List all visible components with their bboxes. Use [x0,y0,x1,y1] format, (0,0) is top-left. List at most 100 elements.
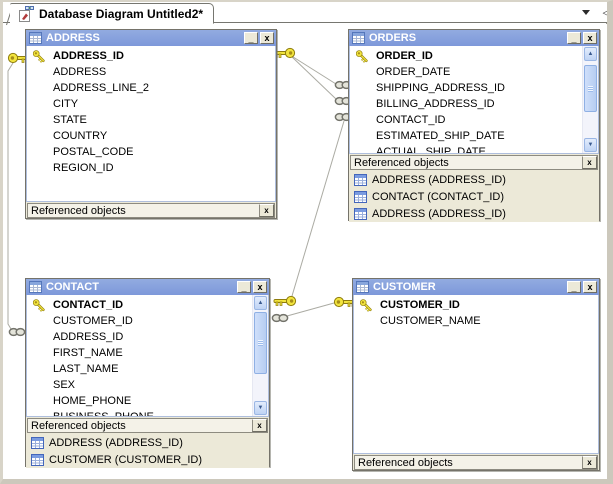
column-row[interactable]: SHIPPING_ADDRESS_ID [376,82,505,94]
table-icon [354,207,367,220]
column-row[interactable]: COUNTRY [53,130,108,142]
column-row[interactable]: CONTACT_ID [27,297,268,313]
referenced-objects-list: ADDRESS (ADDRESS_ID) CONTACT (CONTACT_ID… [349,170,599,223]
column-row[interactable]: CUSTOMER_NAME [380,315,481,327]
scroll-down-button[interactable]: ▼ [254,401,267,415]
referenced-object-row[interactable]: CONTACT (CONTACT_ID) [349,188,599,205]
column-row[interactable]: CUSTOMER_ID [354,297,598,313]
column-list: ORDER_ID ORDER_DATE SHIPPING_ADDRESS_ID … [349,46,599,154]
scroll-up-button[interactable]: ▲ [584,47,597,61]
minimize-button[interactable]: _ [567,281,581,293]
column-row[interactable]: ORDER_ID [350,48,598,64]
many-end-icon[interactable] [271,313,289,323]
scroll-down-button[interactable]: ▼ [584,138,597,152]
orders-title-bar[interactable]: ORDERS _ x [349,30,599,46]
close-button[interactable]: x [260,32,274,44]
column-row[interactable]: ADDRESS_ID [27,48,275,64]
table-icon [29,281,42,293]
many-end-icon[interactable] [8,327,26,337]
diagram-canvas[interactable]: ADDRESS _ x ADDRESS_ID ADDRESS ADDRESS_L… [3,24,607,479]
table-name: CUSTOMER [373,281,436,293]
column-row[interactable]: LAST_NAME [53,363,119,375]
column-row[interactable]: ACTUAL_SHIP_DATE [376,146,486,154]
address-title-bar[interactable]: ADDRESS _ x [26,30,276,46]
customer-title-bar[interactable]: CUSTOMER _ x [353,279,599,295]
column-row[interactable]: REGION_ID [53,162,114,174]
column-row[interactable]: POSTAL_CODE [53,146,134,158]
referenced-objects-bar: Referenced objects x [27,203,275,218]
column-row[interactable]: STATE [53,114,87,126]
table-name: ADDRESS [46,32,100,44]
minimize-button[interactable]: _ [567,32,581,44]
minimize-button[interactable]: _ [237,281,251,293]
referenced-objects-close-button[interactable]: x [582,156,597,169]
column-list: CONTACT_ID CUSTOMER_ID ADDRESS_ID FIRST_… [26,295,269,417]
tab-list-dropdown-icon[interactable] [582,10,590,15]
column-row[interactable]: FIRST_NAME [53,347,123,359]
vertical-scrollbar[interactable]: ▲ ▼ [252,295,268,416]
tab-database-diagram[interactable]: Database Diagram Untitled2* [10,3,215,24]
close-button[interactable]: x [583,32,597,44]
column-row[interactable]: ESTIMATED_SHIP_DATE [376,130,505,142]
referenced-objects-bar: Referenced objects x [27,418,268,433]
column-row[interactable]: ORDER_DATE [376,66,451,78]
relationship-line[interactable] [7,62,14,330]
table-window-contact: CONTACT _ x CONTACT_ID CUSTOMER_ID ADDRE… [25,278,270,469]
scroll-up-button[interactable]: ▲ [254,296,267,310]
vertical-scrollbar[interactable]: ▲ ▼ [582,46,598,153]
referenced-objects-close-button[interactable]: x [259,204,274,217]
referenced-object-row[interactable]: CUSTOMER (CUSTOMER_ID) [26,451,269,468]
column-row[interactable]: HOME_PHONE [53,395,132,407]
primary-key-icon [33,50,46,63]
primary-key-icon [33,299,46,312]
table-name: CONTACT [46,281,99,293]
tab-scroll-left-icon[interactable]: ◁ [602,7,611,19]
table-icon [354,173,367,186]
table-name: ORDERS [369,32,417,44]
table-icon [29,32,42,44]
table-icon [352,32,365,44]
column-list: ADDRESS_ID ADDRESS ADDRESS_LINE_2 CITY S… [26,46,276,202]
referenced-objects-bar: Referenced objects x [354,455,598,470]
document-tab-bar: Database Diagram Untitled2* ◁ [3,2,607,26]
column-row[interactable]: ADDRESS_ID [53,331,124,343]
referenced-object-row[interactable]: ADDRESS (ADDRESS_ID) [349,205,599,222]
one-end-key-icon[interactable] [273,295,297,307]
close-button[interactable]: x [253,281,267,293]
table-window-customer: CUSTOMER _ x CUSTOMER_ID CUSTOMER_NAME R… [352,278,600,471]
referenced-objects-close-button[interactable]: x [252,419,267,432]
minimize-button[interactable]: _ [244,32,258,44]
relationship-line[interactable] [289,54,337,85]
scrollbar-thumb[interactable] [254,312,267,374]
close-button[interactable]: x [583,281,597,293]
table-window-orders: ORDERS _ x ORDER_ID ORDER_DATE SHIPPING_… [348,29,600,223]
referenced-objects-bar: Referenced objects x [350,155,598,170]
referenced-objects-close-button[interactable]: x [582,456,597,469]
scrollbar-thumb[interactable] [584,65,597,112]
primary-key-icon [356,50,369,63]
tab-title: Database Diagram Untitled2* [39,7,204,21]
column-row[interactable]: SEX [53,379,76,391]
column-row[interactable]: CITY [53,98,79,110]
column-row[interactable]: CUSTOMER_ID [53,315,133,327]
column-row[interactable]: BILLING_ADDRESS_ID [376,98,495,110]
referenced-objects-list: ADDRESS (ADDRESS_ID) CUSTOMER (CUSTOMER_… [26,433,269,469]
table-icon [31,453,44,466]
referenced-object-row[interactable]: ADDRESS (ADDRESS_ID) [349,171,599,188]
column-row[interactable]: ADDRESS [53,66,107,78]
table-icon [356,281,369,293]
database-diagram-icon [19,5,34,22]
table-icon [31,436,44,449]
relationship-line[interactable] [289,54,337,100]
relationship-line[interactable] [291,120,345,297]
table-window-address: ADDRESS _ x ADDRESS_ID ADDRESS ADDRESS_L… [25,29,277,219]
referenced-object-row[interactable]: ADDRESS (ADDRESS_ID) [26,434,269,451]
column-list: CUSTOMER_ID CUSTOMER_NAME [353,295,599,454]
relationship-layer [7,47,357,337]
contact-title-bar[interactable]: CONTACT _ x [26,279,269,295]
column-row[interactable]: CONTACT_ID [376,114,446,126]
relationship-line[interactable] [286,302,335,317]
column-row[interactable]: BUSINESS_PHONE [53,411,154,417]
column-row[interactable]: ADDRESS_LINE_2 [53,82,149,94]
